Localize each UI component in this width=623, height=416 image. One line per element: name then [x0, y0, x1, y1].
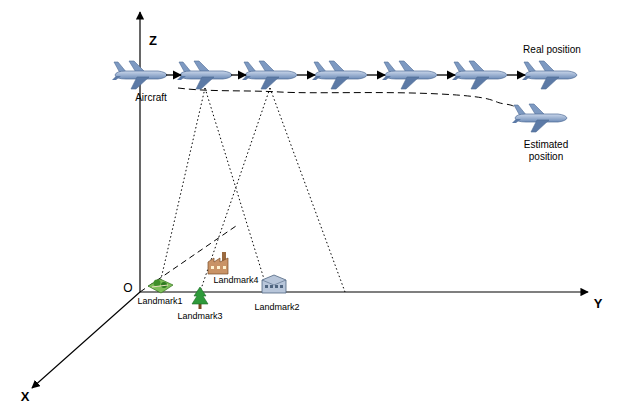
- position-label: Real position: [523, 44, 581, 56]
- z-axis: [139, 12, 140, 292]
- tree-icon: [192, 287, 208, 309]
- x-axis: [32, 292, 140, 388]
- building-icon: [262, 275, 286, 293]
- landmark-label: Landmark4: [213, 275, 258, 285]
- axis-label: X: [21, 390, 30, 405]
- axis-label: Y: [594, 297, 603, 312]
- y-axis: [140, 291, 588, 292]
- origin-label: O: [123, 282, 132, 296]
- position-label: Estimated position: [515, 139, 577, 162]
- landmark-label: Landmark1: [137, 296, 182, 306]
- landmark-label: Landmark3: [177, 311, 222, 321]
- motion-arrows: [166, 74, 525, 75]
- aircraft-icons: [112, 61, 577, 132]
- landmark-label: Landmark2: [254, 302, 299, 312]
- park-icon: [148, 279, 173, 293]
- observation-lines: [158, 88, 345, 292]
- axis-label: Z: [149, 34, 157, 49]
- factory-icon: [208, 252, 228, 274]
- estimated-track: [178, 88, 522, 113]
- aircraft-label: Aircraft: [135, 92, 167, 104]
